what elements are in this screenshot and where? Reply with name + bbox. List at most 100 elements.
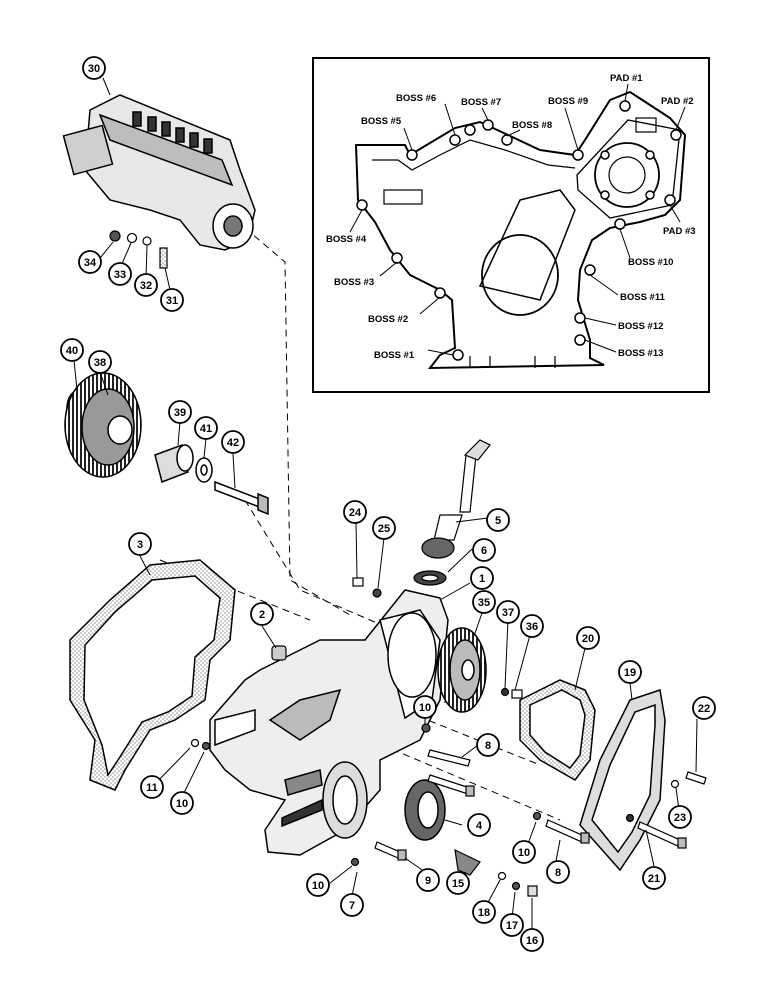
callout-number: 22 <box>698 703 710 715</box>
label-boss-5: BOSS #5 <box>361 116 402 127</box>
callout-number: 36 <box>526 621 538 633</box>
callout-number: 1 <box>479 573 485 585</box>
callout-circle <box>340 893 364 917</box>
callout-19: 19 <box>618 660 642 684</box>
callout-5: 5 <box>486 508 510 532</box>
callout-circle <box>250 602 274 626</box>
label-boss-1: BOSS #1 <box>374 350 415 361</box>
speed-sensor <box>413 439 491 586</box>
bolt-24-25 <box>352 577 382 598</box>
callout-circle <box>343 500 367 524</box>
callout-circle <box>140 775 164 799</box>
inset-panel: BOSS #1 BOSS #2 BOSS #3 BOSS #4 BOSS #5 … <box>312 57 710 393</box>
idler-gear-group <box>64 372 269 516</box>
label-boss-12: BOSS #12 <box>618 321 663 332</box>
callout-number: 16 <box>526 935 538 947</box>
callout-35: 35 <box>472 590 496 614</box>
label-boss-13: BOSS #13 <box>618 348 663 359</box>
callout-number: 33 <box>114 269 126 281</box>
leader-lines <box>73 77 698 934</box>
callout-number: 18 <box>478 907 490 919</box>
callout-number: 8 <box>485 740 491 752</box>
callout-25: 25 <box>372 516 396 540</box>
callout-circle <box>170 791 194 815</box>
label-boss-9: BOSS #9 <box>548 96 588 107</box>
callout-circle <box>221 430 245 454</box>
callout-15: 15 <box>446 871 470 895</box>
callout-circle <box>512 840 536 864</box>
callout-number: 10 <box>518 847 530 859</box>
label-boss-6: BOSS #6 <box>396 93 436 104</box>
callout-10: 10 <box>170 791 194 815</box>
callout-number: 3 <box>137 539 143 551</box>
callout-18: 18 <box>472 900 496 924</box>
timing-cover-gasket <box>69 559 236 791</box>
callout-9: 9 <box>416 868 440 892</box>
callout-31: 31 <box>160 288 184 312</box>
callout-30: 30 <box>82 56 106 80</box>
callout-36: 36 <box>520 614 544 638</box>
callout-number: 37 <box>502 607 514 619</box>
callout-7: 7 <box>340 893 364 917</box>
callout-number: 34 <box>84 257 97 269</box>
label-pad-3: PAD #3 <box>663 226 696 237</box>
callout-42: 42 <box>221 430 245 454</box>
callout-number: 24 <box>349 507 362 519</box>
callout-circle <box>642 866 666 890</box>
callout-21: 21 <box>642 866 666 890</box>
callout-20: 20 <box>576 626 600 650</box>
callout-circle <box>160 288 184 312</box>
callout-number: 15 <box>452 878 464 890</box>
callout-circle <box>416 868 440 892</box>
callout-circle <box>546 860 570 884</box>
callout-circle <box>520 614 544 638</box>
callout-41: 41 <box>194 416 218 440</box>
inset-labels: BOSS #1 BOSS #2 BOSS #3 BOSS #4 BOSS #5 … <box>326 73 696 361</box>
bolts-21-22-23 <box>625 771 707 849</box>
callout-number: 19 <box>624 667 636 679</box>
bolt-37 <box>500 687 523 699</box>
callout-number: 32 <box>140 280 152 292</box>
callout-number: 42 <box>227 437 239 449</box>
callout-circle <box>60 338 84 362</box>
callout-circle <box>472 900 496 924</box>
callout-circle <box>168 400 192 424</box>
callout-32: 32 <box>134 273 158 297</box>
callout-circle <box>472 590 496 614</box>
callout-17: 17 <box>500 913 524 937</box>
callout-number: 10 <box>312 880 324 892</box>
label-boss-11: BOSS #11 <box>620 292 666 303</box>
callout-circle <box>496 600 520 624</box>
callout-22: 22 <box>692 696 716 720</box>
callout-23: 23 <box>668 805 692 829</box>
cover-gasket-20 <box>519 679 596 781</box>
label-boss-7: BOSS #7 <box>461 97 501 108</box>
callout-4: 4 <box>467 813 491 837</box>
label-boss-10: BOSS #10 <box>628 257 673 268</box>
callout-37: 37 <box>496 600 520 624</box>
callout-number: 30 <box>88 63 100 75</box>
callout-number: 40 <box>66 345 78 357</box>
callout-number: 17 <box>506 920 518 932</box>
callout-circle <box>88 350 112 374</box>
callout-number: 38 <box>94 357 106 369</box>
callout-circle <box>618 660 642 684</box>
callout-circle <box>692 696 716 720</box>
label-pad-2: PAD #2 <box>661 96 694 107</box>
callout-circle <box>668 805 692 829</box>
callout-circle <box>520 928 544 952</box>
callout-number: 4 <box>476 820 483 832</box>
callout-34: 34 <box>78 250 102 274</box>
callout-circle <box>134 273 158 297</box>
callout-circle <box>306 873 330 897</box>
oil-seal <box>404 779 446 841</box>
callout-circle <box>500 913 524 937</box>
callout-number: 5 <box>495 515 501 527</box>
callout-circle <box>446 871 470 895</box>
callout-16: 16 <box>520 928 544 952</box>
dowel <box>271 645 287 661</box>
inset-leader-lines <box>349 83 686 356</box>
callout-number: 21 <box>648 873 660 885</box>
callout-8: 8 <box>546 860 570 884</box>
callout-number: 10 <box>419 702 431 714</box>
